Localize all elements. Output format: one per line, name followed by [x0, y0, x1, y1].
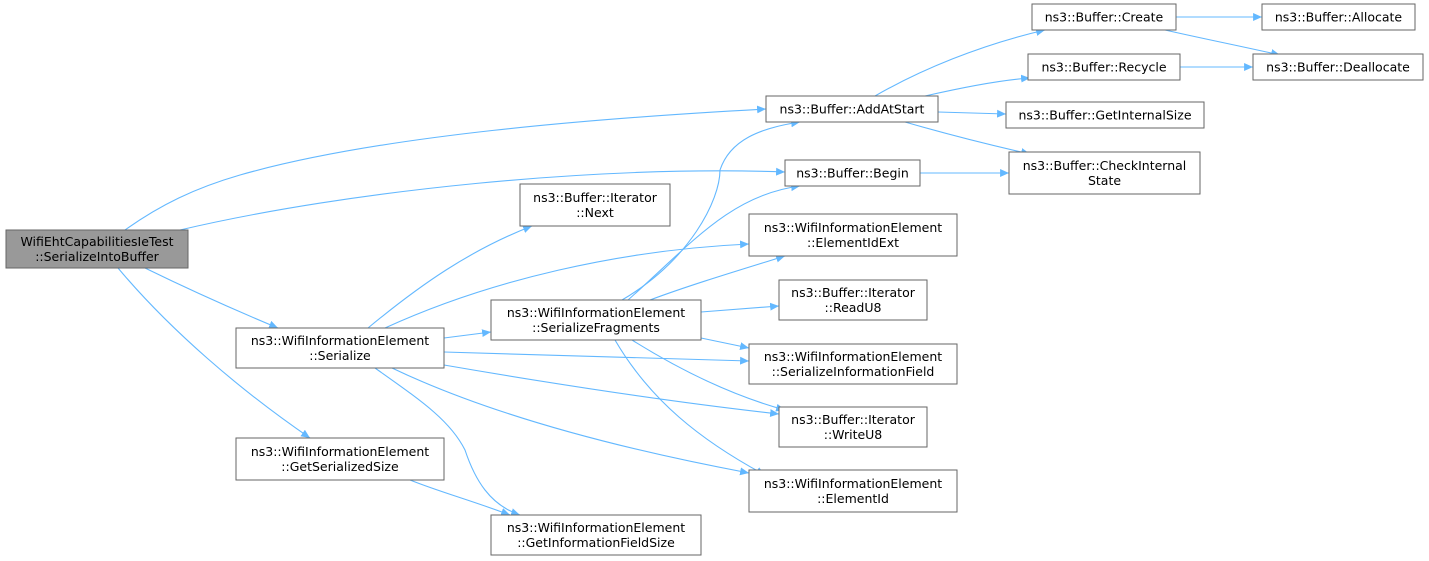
node-label-line: ::SerializeFragments: [532, 320, 660, 335]
node-allocate[interactable]: ns3::Buffer::Allocate: [1261, 3, 1416, 31]
node-box: [1031, 3, 1177, 31]
node-box: [1261, 3, 1416, 31]
node-label-line: ns3::WifiInformationElement: [251, 333, 429, 348]
node-label-line: ns3::Buffer::AddAtStart: [780, 102, 925, 117]
node-label-line: ::ElementIdExt: [807, 235, 899, 250]
node-label-line: ::SerializeIntoBuffer: [35, 249, 159, 264]
node-box: [778, 406, 928, 448]
node-box: [5, 229, 189, 269]
edge-root-to-getSerializedSize: [117, 267, 311, 439]
edge-create-to-deallocate: [1164, 29, 1281, 57]
node-elementId[interactable]: ns3::WifiInformationElement::ElementId: [748, 469, 958, 513]
edge-serialize-to-serializeInfoField: [443, 351, 750, 365]
node-label-line: ns3::Buffer::Recycle: [1041, 60, 1166, 75]
node-writeU8[interactable]: ns3::Buffer::Iterator::WriteU8: [778, 406, 928, 448]
node-label-line: ns3::Buffer::Iterator: [533, 190, 658, 205]
node-root[interactable]: WifiEhtCapabilitiesIeTest::SerializeInto…: [5, 229, 189, 269]
node-box: [1252, 53, 1424, 81]
node-label-line: ::ElementId: [817, 491, 889, 506]
edge-serializeFragments-to-readU8: [700, 302, 780, 313]
node-label-line: WifiEhtCapabilitiesIeTest: [20, 234, 173, 249]
node-deallocate[interactable]: ns3::Buffer::Deallocate: [1252, 53, 1424, 81]
node-box: [748, 469, 958, 513]
edge-serialize-to-iterNext: [367, 225, 533, 329]
node-label-line: ::GetSerializedSize: [281, 459, 399, 474]
node-label-line: ns3::Buffer::CheckInternal: [1023, 158, 1187, 173]
node-box: [519, 183, 671, 227]
node-serializeInfoField[interactable]: ns3::WifiInformationElement::SerializeIn…: [748, 343, 958, 385]
edge-root-to-addAtStart: [124, 105, 767, 231]
node-box: [1005, 101, 1205, 129]
node-label-line: ns3::Buffer::Iterator: [791, 412, 916, 427]
edge-serialize-to-writeU8: [443, 364, 780, 417]
node-label-line: ns3::WifiInformationElement: [764, 220, 942, 235]
function-nodes: WifiEhtCapabilitiesIeTest::SerializeInto…: [5, 3, 1424, 556]
edge-serializeFragments-to-writeU8: [631, 339, 786, 412]
node-box: [490, 514, 702, 556]
node-addAtStart[interactable]: ns3::Buffer::AddAtStart: [765, 95, 939, 123]
node-serialize[interactable]: ns3::WifiInformationElement::Serialize: [235, 327, 445, 369]
node-label-line: ::Next: [576, 205, 614, 220]
node-label-line: ns3::Buffer::Iterator: [791, 285, 916, 300]
edge-serialize-to-elementId: [391, 367, 750, 476]
node-elementIdExt[interactable]: ns3::WifiInformationElement::ElementIdEx…: [748, 213, 958, 257]
node-box: [765, 95, 939, 123]
node-label-line: ::WriteU8: [824, 427, 883, 442]
node-begin[interactable]: ns3::Buffer::Begin: [784, 159, 921, 187]
node-label-line: ns3::Buffer::Deallocate: [1266, 60, 1410, 75]
node-label-line: ns3::WifiInformationElement: [507, 520, 685, 535]
node-readU8[interactable]: ns3::Buffer::Iterator::ReadU8: [778, 279, 928, 321]
edge-serializeFragments-to-addAtStart: [621, 119, 801, 301]
node-iterNext[interactable]: ns3::Buffer::Iterator::Next: [519, 183, 671, 227]
node-label-line: State: [1088, 173, 1121, 188]
node-label-line: ::ReadU8: [825, 300, 882, 315]
node-label-line: ns3::WifiInformationElement: [764, 349, 942, 364]
edge-addAtStart-to-checkInternalState: [904, 121, 1031, 156]
node-label-line: ns3::Buffer::Allocate: [1275, 10, 1403, 25]
node-box: [235, 327, 445, 369]
node-label-line: ::GetInformationFieldSize: [517, 535, 675, 550]
edge-serialize-to-serializeFragments: [443, 329, 492, 339]
call-edges: [117, 13, 1281, 516]
edge-serializeFragments-to-elementIdExt: [649, 254, 786, 301]
node-label-line: ::SerializeInformationField: [772, 364, 935, 379]
node-label-line: ::Serialize: [309, 348, 371, 363]
node-box: [1027, 53, 1181, 81]
node-serializeFragments[interactable]: ns3::WifiInformationElement::SerializeFr…: [490, 299, 702, 341]
edge-serializeFragments-to-serializeInfoField: [700, 337, 750, 351]
node-getSerializedSize[interactable]: ns3::WifiInformationElement::GetSerializ…: [235, 437, 445, 481]
edge-getSerializedSize-to-getInfoFieldSize: [409, 479, 511, 516]
node-box: [748, 343, 958, 385]
node-box: [1008, 151, 1201, 195]
node-label-line: ns3::WifiInformationElement: [251, 444, 429, 459]
node-create[interactable]: ns3::Buffer::Create: [1031, 3, 1177, 31]
node-label-line: ns3::Buffer::GetInternalSize: [1018, 108, 1191, 123]
node-recycle[interactable]: ns3::Buffer::Recycle: [1027, 53, 1181, 81]
node-label-line: ns3::WifiInformationElement: [764, 476, 942, 491]
node-box: [490, 299, 702, 341]
edge-addAtStart-to-recycle: [924, 74, 1031, 97]
edge-addAtStart-to-create: [874, 28, 1046, 97]
node-box: [778, 279, 928, 321]
node-box: [784, 159, 921, 187]
node-getInternalSize[interactable]: ns3::Buffer::GetInternalSize: [1005, 101, 1205, 129]
node-getInfoFieldSize[interactable]: ns3::WifiInformationElement::GetInformat…: [490, 514, 702, 556]
node-label-line: ns3::WifiInformationElement: [507, 305, 685, 320]
node-label-line: ns3::Buffer::Begin: [796, 166, 909, 181]
edge-root-to-serialize: [144, 267, 279, 329]
edge-serialize-to-getInfoFieldSize: [374, 367, 521, 516]
edge-root-to-begin: [179, 167, 786, 231]
node-box: [235, 437, 445, 481]
node-box: [748, 213, 958, 257]
edge-addAtStart-to-getInternalSize: [937, 109, 1007, 118]
edge-serialize-to-elementIdExt: [384, 240, 750, 329]
node-label-line: ns3::Buffer::Create: [1045, 10, 1164, 25]
edge-serializeFragments-to-elementId: [614, 339, 766, 476]
edge-serializeFragments-to-begin: [627, 183, 801, 301]
